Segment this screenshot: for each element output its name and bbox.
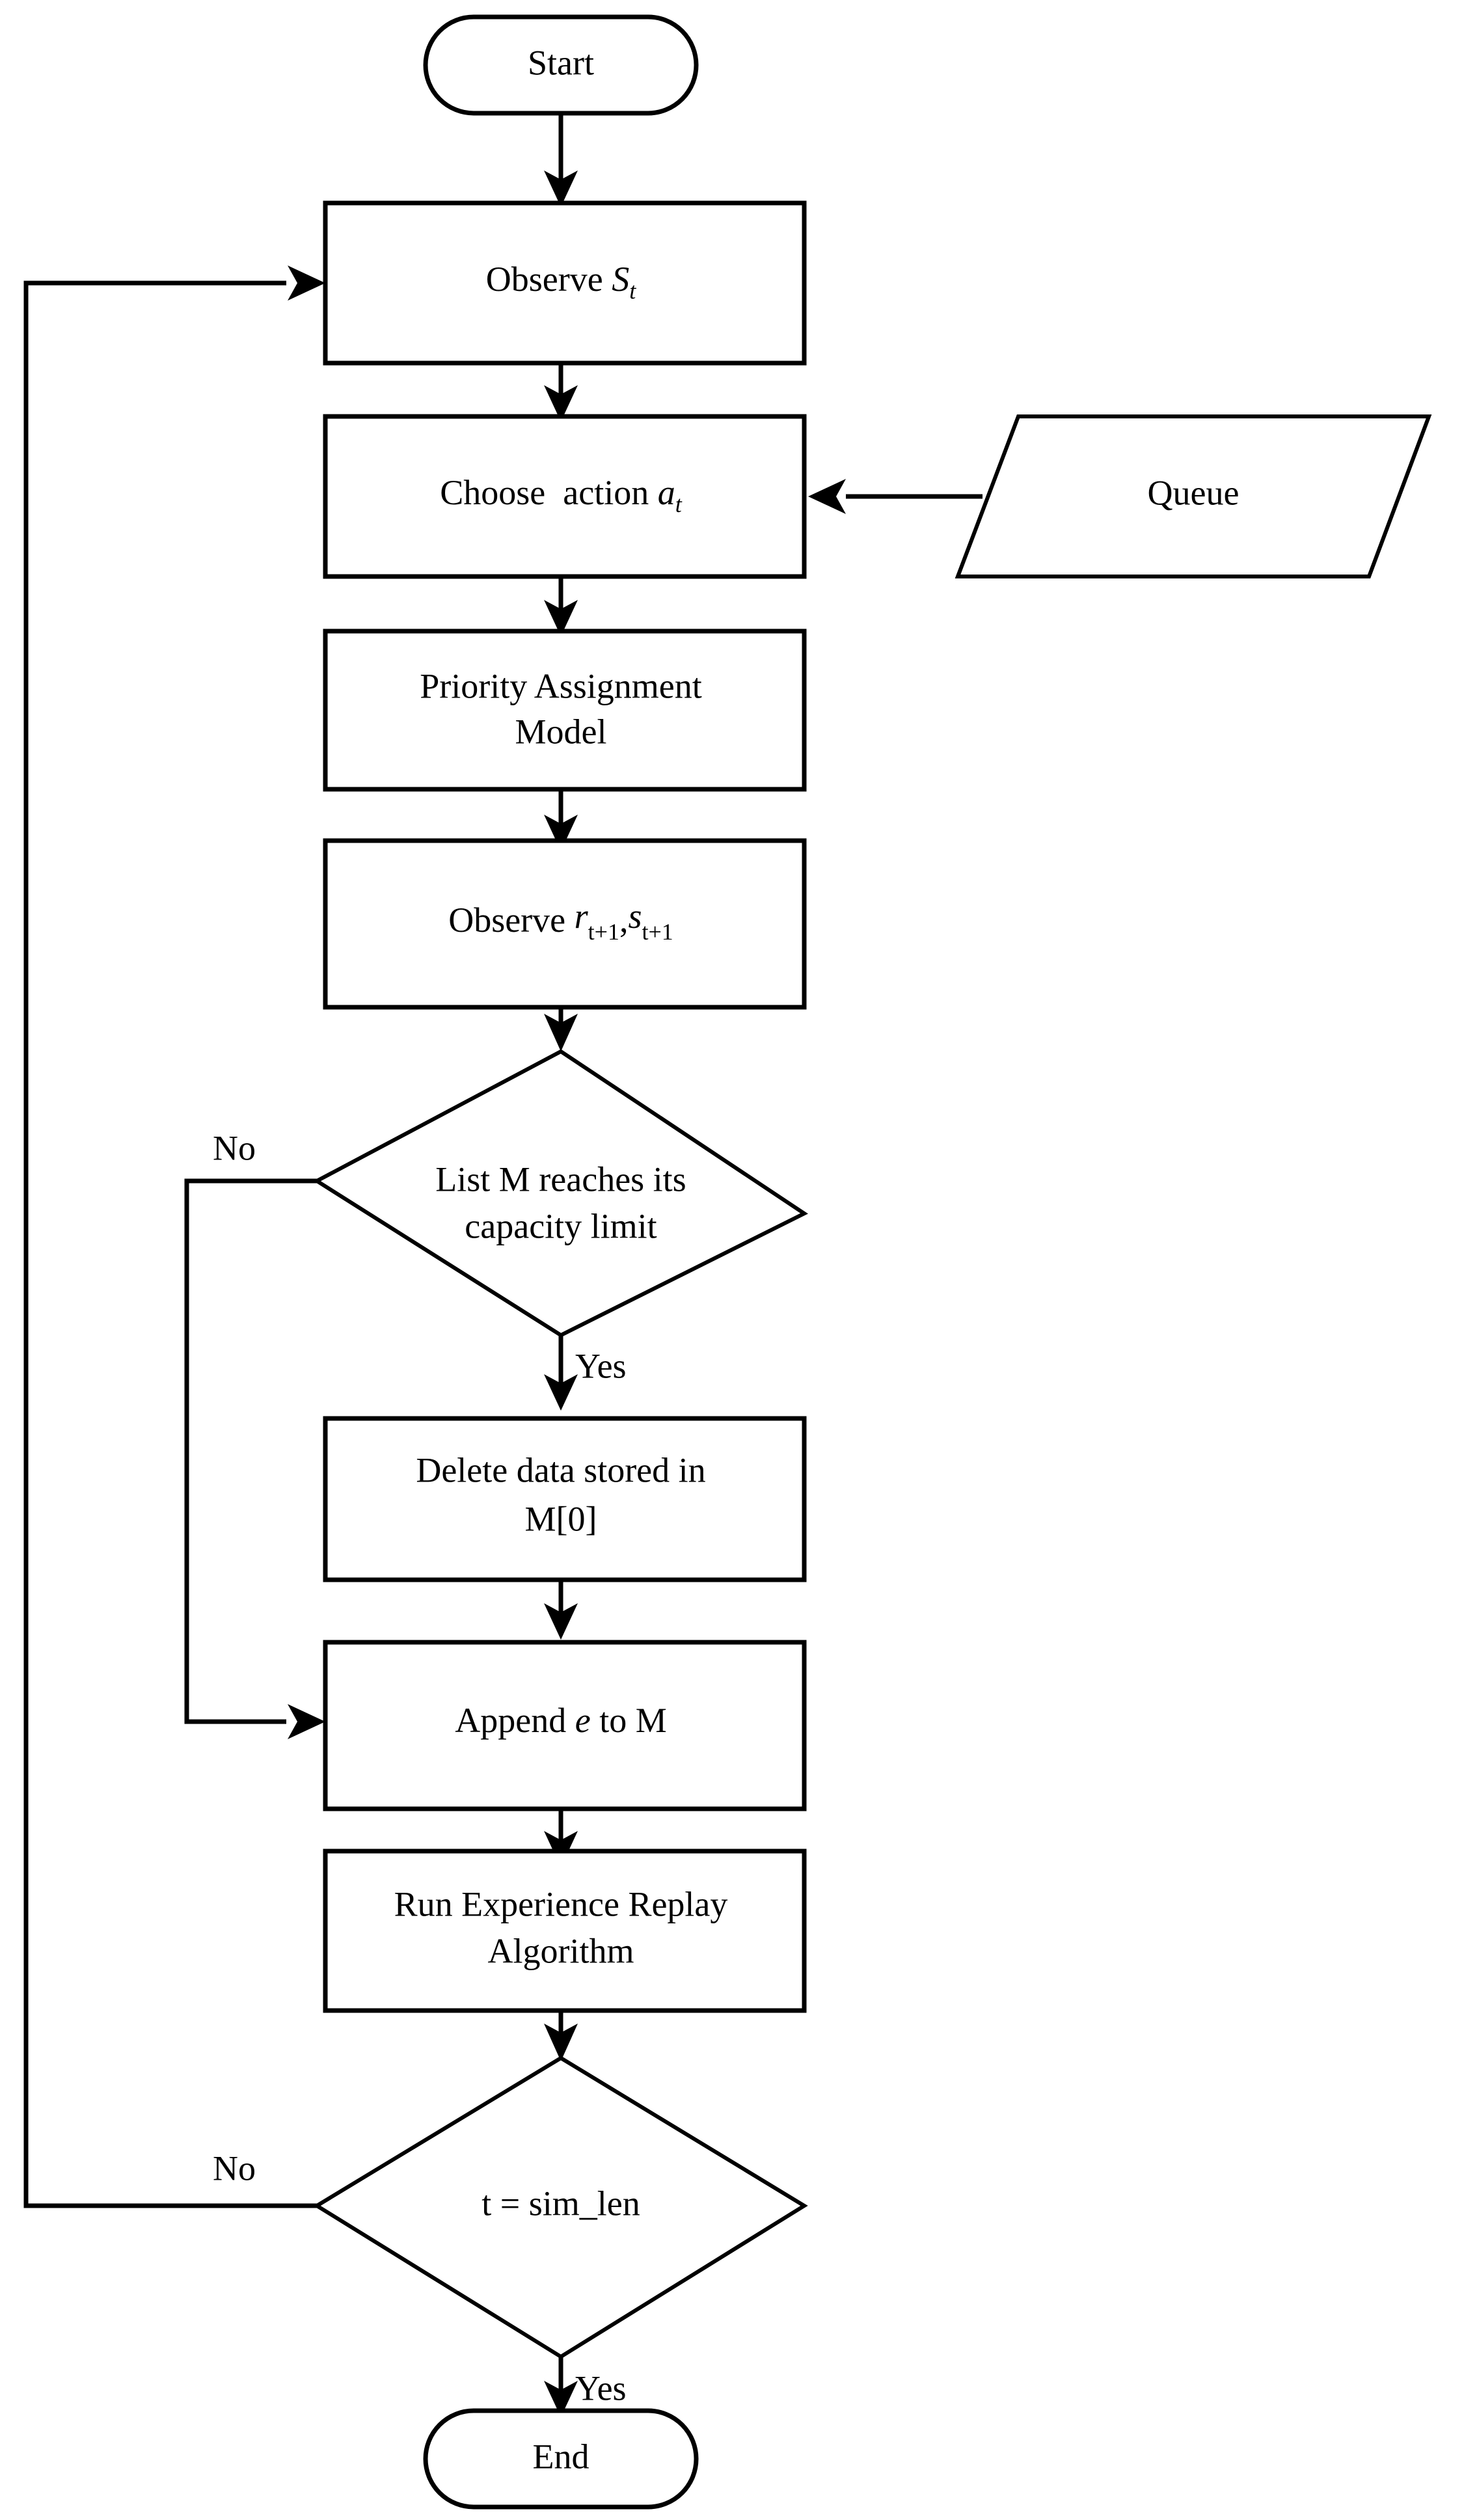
node-choose-action[interactable]: Choose action at: [323, 414, 807, 579]
node-start[interactable]: Start: [423, 14, 699, 116]
node-run-experience-replay[interactable]: Run Experience Replay Algorithm: [323, 1849, 807, 2013]
node-capacity-decision[interactable]: List M reaches its capacity limit: [313, 1049, 808, 1338]
node-start-label: Start: [528, 43, 594, 82]
node-observe-state[interactable]: Observe St: [323, 200, 807, 366]
node-run-experience-replay-line2: Algorithm: [488, 1931, 634, 1970]
edge-observe-rs-to-cap-check: [544, 1007, 578, 1051]
node-delete-data-line2: M[0]: [525, 1499, 597, 1538]
node-observe-reward-state-label: Observe rt+1,st+1: [448, 897, 673, 945]
edge-queue-to-choose-a: [808, 479, 983, 514]
node-queue-label: Queue: [1148, 473, 1240, 512]
node-sim-length-decision-label: t = sim_len: [481, 2184, 640, 2223]
node-capacity-decision-line2: capacity limit: [465, 1206, 657, 1245]
node-delete-data[interactable]: Delete data stored in M[0]: [323, 1416, 807, 1582]
node-sim-length-decision[interactable]: t = sim_len: [313, 2055, 808, 2359]
edge-delete-to-append: [544, 1580, 578, 1640]
edge-label-sim-yes: Yes: [575, 2368, 627, 2407]
edge-replay-to-sim-check: [544, 2011, 578, 2061]
node-append-experience-label: Append e to M: [455, 1701, 666, 1740]
edge-label-sim-no: No: [213, 2148, 256, 2188]
edge-label-capacity-yes: Yes: [575, 1346, 627, 1385]
node-end[interactable]: End: [423, 2408, 699, 2510]
node-priority-line2: Model: [515, 712, 607, 751]
edge-label-capacity-no: No: [213, 1128, 256, 1167]
node-choose-action-label: Choose action at: [440, 473, 682, 517]
node-append-experience[interactable]: Append e to M: [323, 1640, 807, 1811]
edge-observe-s-to-choose-a: [544, 363, 578, 422]
edge-start-to-observe-s: [544, 112, 578, 207]
edge-priority-to-observe-rs: [544, 789, 578, 851]
node-priority-assignment-model[interactable]: Priority Assignment Model: [323, 629, 807, 792]
node-capacity-decision-line1: List M reaches its: [435, 1159, 686, 1199]
edge-cap-check-yes-to-delete: [544, 1334, 578, 1411]
node-queue[interactable]: Queue: [955, 414, 1432, 578]
edge-cap-check-no-to-append: [184, 1178, 325, 1739]
node-run-experience-replay-line1: Run Experience Replay: [394, 1884, 728, 1923]
node-priority-line1: Priority Assignment: [420, 666, 702, 705]
node-observe-reward-state[interactable]: Observe rt+1,st+1: [323, 838, 807, 1010]
node-delete-data-line1: Delete data stored in: [416, 1450, 705, 1489]
edge-sim-check-no-to-observe-s: [23, 265, 325, 2208]
edge-sim-check-yes-to-end: [544, 2357, 578, 2417]
edge-choose-a-to-priority: [544, 576, 578, 636]
node-end-label: End: [533, 2437, 590, 2476]
node-observe-state-label: Observe St: [486, 260, 636, 304]
